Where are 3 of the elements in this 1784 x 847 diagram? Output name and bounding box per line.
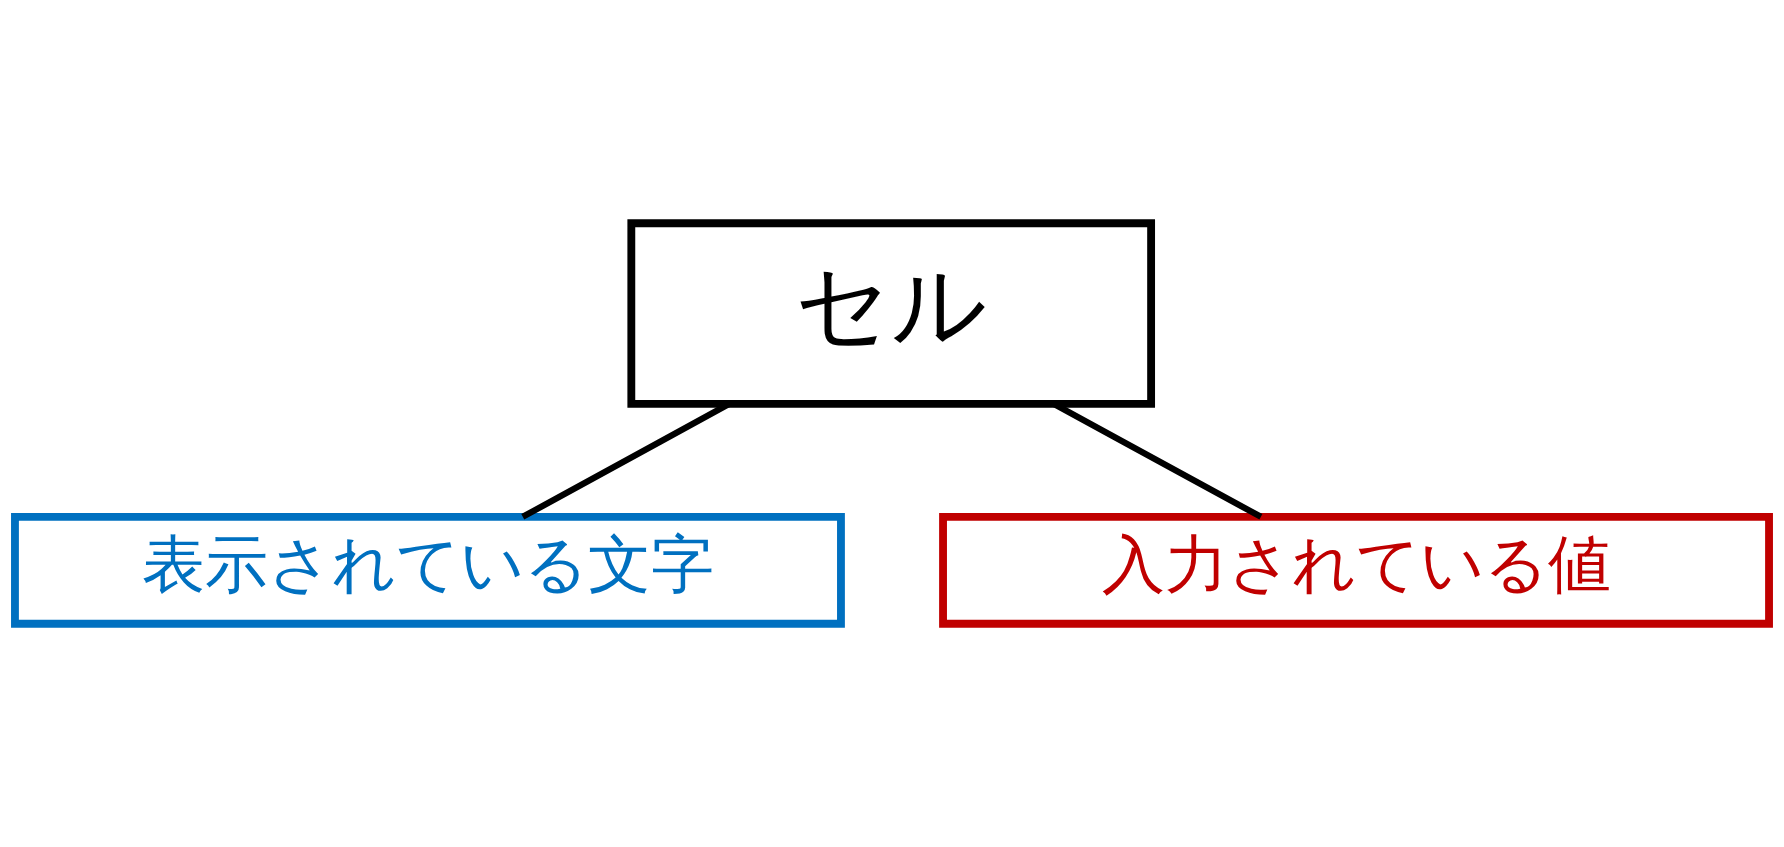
node-box: セル — [627, 219, 1156, 408]
node-box: 表示されている文字 — [11, 513, 845, 628]
node-box: 入力されている値 — [939, 513, 1773, 628]
